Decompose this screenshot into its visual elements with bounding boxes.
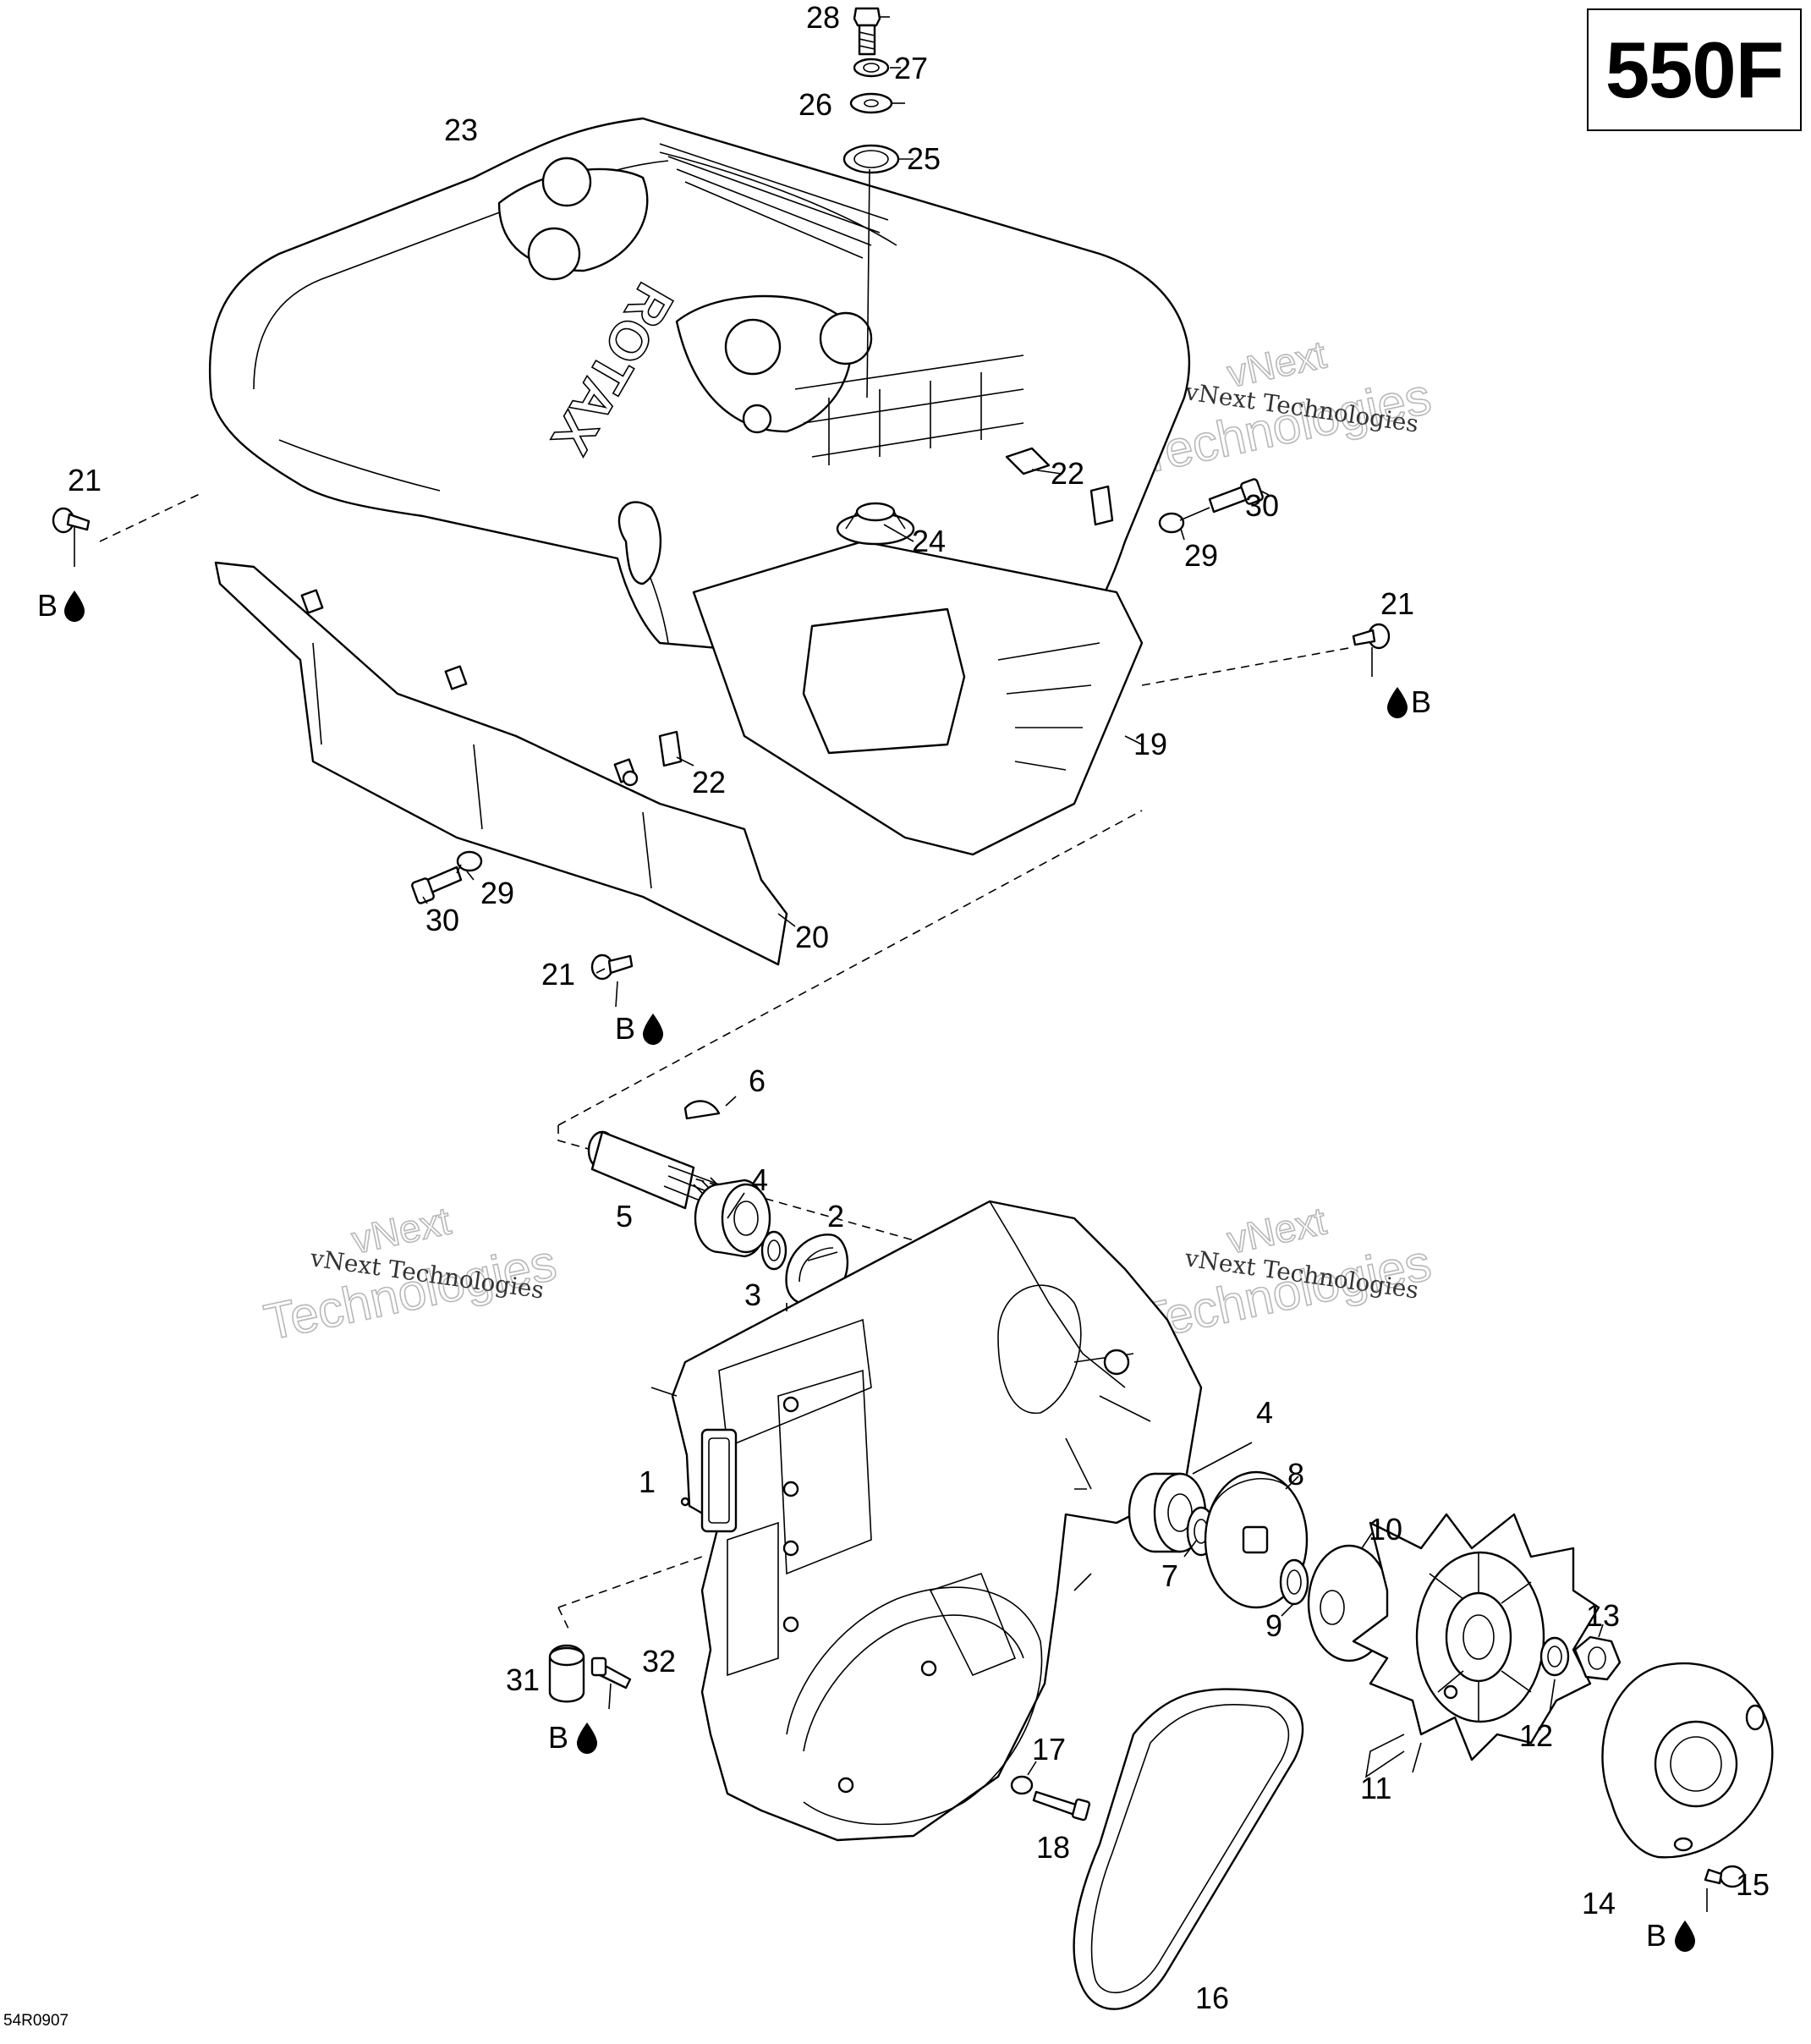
clamp-31 bbox=[548, 1644, 585, 1703]
lube-symbol: B bbox=[1646, 1918, 1666, 1953]
callout-24: 24 bbox=[912, 524, 946, 558]
callout-14: 14 bbox=[1582, 1886, 1616, 1920]
callout-28: 28 bbox=[806, 0, 840, 35]
callout-4-housing: 4 bbox=[1256, 1395, 1273, 1430]
alignment-line-top-left bbox=[99, 492, 204, 542]
callout-25: 25 bbox=[907, 141, 941, 176]
alignment-line-top-right bbox=[1141, 646, 1354, 686]
fan-housing-1 bbox=[671, 1200, 1203, 1842]
lube-symbol: B bbox=[1411, 684, 1431, 719]
reference-code: 54R0907 bbox=[3, 2012, 69, 2030]
screw-21-left bbox=[52, 507, 91, 567]
clip-22c bbox=[1089, 485, 1114, 526]
nut-13 bbox=[1573, 1635, 1622, 1681]
callout-32: 32 bbox=[642, 1644, 676, 1679]
leader-lines bbox=[422, 16, 1604, 1776]
callout-13: 13 bbox=[1586, 1598, 1620, 1633]
screw-32 bbox=[590, 1657, 632, 1710]
screw-30-right bbox=[1158, 478, 1264, 534]
callout-22-top: 22 bbox=[1051, 456, 1084, 491]
alignment-line-clamp bbox=[557, 1556, 703, 1629]
callout-5: 5 bbox=[616, 1199, 633, 1234]
lock-washer-12 bbox=[1539, 1636, 1570, 1677]
callout-21-mid: 21 bbox=[541, 957, 575, 992]
screw-17-18 bbox=[1010, 1775, 1091, 1821]
cover-bracket-20 bbox=[214, 561, 788, 966]
fan-11 bbox=[1352, 1513, 1600, 1778]
alignment-line-mid bbox=[557, 810, 1143, 1253]
drive-belt-16 bbox=[1073, 1688, 1304, 2010]
lube-symbol: B bbox=[615, 1011, 635, 1046]
lube-mark-21-mid: B bbox=[615, 1011, 663, 1046]
clip-22a bbox=[1005, 447, 1051, 475]
distance-ring-3 bbox=[760, 1230, 788, 1271]
callout-1: 1 bbox=[639, 1464, 656, 1499]
screw-21-mid bbox=[590, 953, 634, 1008]
callouts: 1 2 3 4 4 5 6 7 8 9 10 11 12 13 14 15 16… bbox=[68, 0, 1770, 2015]
screw-15 bbox=[1704, 1865, 1746, 1912]
lube-mark-15: B bbox=[1646, 1918, 1695, 1953]
oil-drop-icon bbox=[64, 591, 85, 622]
callout-8: 8 bbox=[1287, 1457, 1304, 1492]
callout-29-left: 29 bbox=[480, 876, 514, 910]
callout-11: 11 bbox=[1360, 1771, 1391, 1805]
screw-stack-25-28 bbox=[842, 7, 900, 398]
callout-16: 16 bbox=[1195, 1981, 1229, 2015]
callout-4-shaft: 4 bbox=[751, 1162, 768, 1197]
distance-ring-9 bbox=[1279, 1558, 1309, 1606]
callout-26: 26 bbox=[798, 87, 832, 122]
callout-20: 20 bbox=[795, 920, 829, 954]
callout-29-right: 29 bbox=[1184, 538, 1218, 573]
callout-23: 23 bbox=[444, 113, 478, 147]
callout-31: 31 bbox=[506, 1662, 540, 1697]
callout-2: 2 bbox=[827, 1199, 844, 1234]
oil-drop-icon bbox=[643, 1014, 663, 1045]
oil-drop-icon bbox=[1387, 687, 1408, 718]
lube-mark-32: B bbox=[548, 1720, 597, 1755]
lube-mark-21-left: B bbox=[37, 588, 85, 623]
callout-3: 3 bbox=[744, 1278, 761, 1312]
callout-27: 27 bbox=[894, 51, 928, 85]
lube-symbol: B bbox=[37, 588, 58, 623]
callout-6: 6 bbox=[749, 1063, 766, 1098]
callout-30-right: 30 bbox=[1245, 488, 1279, 523]
clip-22b bbox=[658, 730, 683, 767]
watermark-mid-right: vNext Technologies vNext Technologies bbox=[1133, 1198, 1436, 1352]
screw-30-left bbox=[411, 850, 483, 904]
oil-drop-icon bbox=[1675, 1920, 1695, 1952]
lube-symbol: B bbox=[548, 1720, 568, 1755]
callout-7: 7 bbox=[1161, 1558, 1178, 1593]
callout-19: 19 bbox=[1133, 727, 1167, 761]
fan-cap-14 bbox=[1601, 1662, 1774, 1859]
bearing-4-shaft bbox=[694, 1179, 771, 1258]
callout-21-left: 21 bbox=[68, 463, 102, 497]
fan-cover-23: ROTAX bbox=[208, 117, 1191, 856]
callout-9: 9 bbox=[1265, 1608, 1282, 1643]
woodruff-key-6 bbox=[683, 1100, 721, 1120]
callout-10: 10 bbox=[1369, 1512, 1402, 1547]
callout-22-bottom: 22 bbox=[692, 765, 726, 799]
grommet-24 bbox=[836, 502, 915, 546]
watermark-mid-left: vNext Technologies vNext Technologies bbox=[259, 1198, 562, 1352]
screw-21-right bbox=[1352, 623, 1391, 677]
callout-15: 15 bbox=[1736, 1867, 1770, 1902]
callout-18: 18 bbox=[1036, 1830, 1070, 1865]
oil-drop-icon bbox=[577, 1723, 597, 1754]
model-label: 550F bbox=[1587, 8, 1802, 131]
callout-17: 17 bbox=[1032, 1732, 1066, 1767]
callout-30-left: 30 bbox=[425, 903, 459, 937]
fan-shaft-5 bbox=[587, 1130, 720, 1210]
lube-mark-21-right: B bbox=[1387, 684, 1431, 719]
callout-21-right: 21 bbox=[1380, 586, 1414, 621]
callout-12: 12 bbox=[1519, 1718, 1553, 1753]
